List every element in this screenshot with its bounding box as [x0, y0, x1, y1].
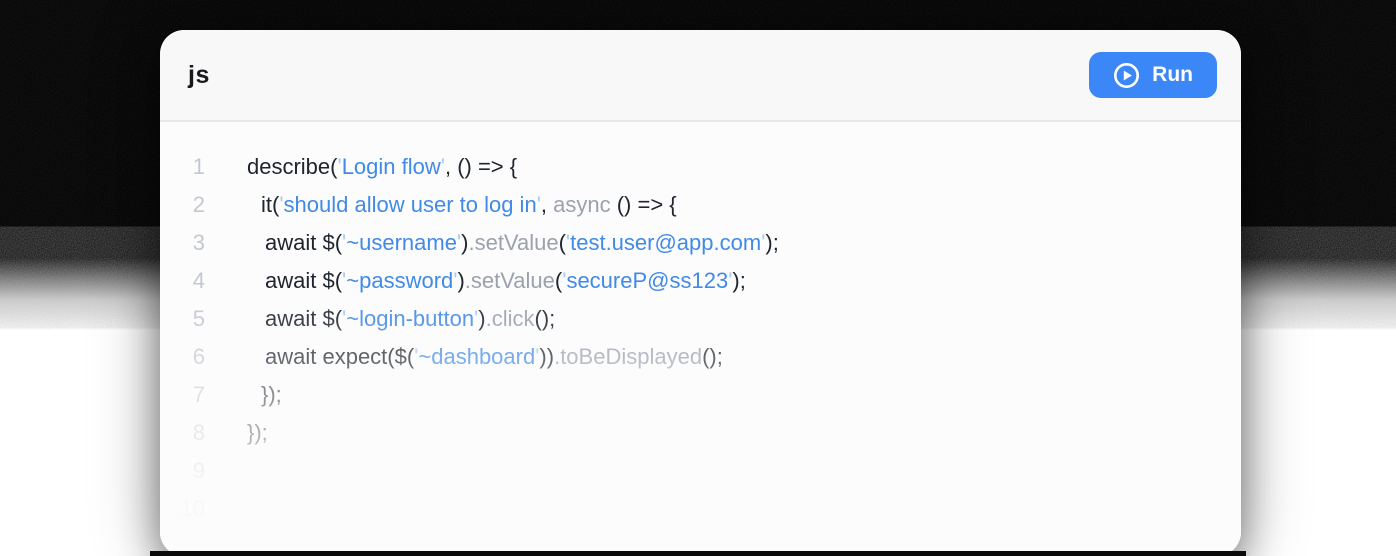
line-number: 2	[192, 192, 205, 217]
run-button-label: Run	[1152, 63, 1193, 86]
code-line: 6 await expect($('~dashboard')).toBeDispl…	[160, 338, 1241, 376]
code-line-content: await $('~login-button').click();	[247, 300, 555, 338]
code-token: (	[558, 230, 566, 255]
line-number: 9	[192, 458, 205, 483]
editor-header: js Run	[160, 30, 1241, 122]
code-token: ~dashboard	[418, 344, 536, 369]
code-token: ~username	[346, 230, 457, 255]
code-token: it(	[261, 192, 280, 217]
code-token: ~password	[346, 268, 454, 293]
code-token: .setValue	[468, 230, 559, 255]
code-token: await expect($(	[265, 344, 415, 369]
code-token: ();	[534, 306, 556, 331]
code-line: 10	[160, 490, 1241, 528]
code-editor-card: js Run 1 describe('Login flow', () => { 2 i…	[160, 30, 1241, 556]
code-token: )	[457, 268, 465, 293]
code-token: secureP@ss123	[566, 268, 729, 293]
line-number: 7	[192, 382, 205, 407]
code-line-content: await $('~password').setValue('secureP@s…	[247, 262, 746, 300]
bottom-shadow-line	[150, 551, 1246, 556]
code-token: .setValue	[464, 268, 555, 293]
code-token: )	[478, 306, 486, 331]
code-line-content: it('should allow user to log in', async …	[247, 186, 677, 224]
code-token: await $(	[265, 268, 343, 293]
code-token: ();	[702, 344, 723, 369]
code-token: await $(	[265, 230, 343, 255]
code-lines-container: 1 describe('Login flow', () => { 2 it('shou…	[160, 148, 1241, 528]
play-circle-icon	[1114, 62, 1140, 88]
code-token: async	[553, 192, 611, 217]
code-line-content: await $('~username').setValue('test.user…	[247, 224, 779, 262]
line-number: 1	[192, 154, 205, 179]
code-line: 1 describe('Login flow', () => {	[160, 148, 1241, 186]
code-token: Login flow	[341, 154, 441, 179]
code-token: ~login-button	[346, 306, 475, 331]
line-number: 8	[192, 420, 205, 445]
code-line-content: });	[247, 376, 282, 414]
code-token: .toBeDisplayed	[554, 344, 703, 369]
code-token: describe(	[247, 154, 338, 179]
code-token: should allow user to log in	[283, 192, 537, 217]
line-number: 4	[192, 268, 205, 293]
code-token: , () => {	[444, 154, 518, 179]
line-number: 3	[192, 230, 205, 255]
language-label: js	[188, 60, 210, 89]
code-line: 5 await $('~login-button').click();	[160, 300, 1241, 338]
code-token: ,	[540, 192, 554, 217]
code-line: 3 await $('~username').setValue('test.use…	[160, 224, 1241, 262]
code-token: });	[261, 382, 282, 407]
code-line: 8});	[160, 414, 1241, 452]
code-line-content: await expect($('~dashboard')).toBeDispla…	[247, 338, 723, 376]
code-token: );	[732, 268, 746, 293]
line-number: 10	[180, 496, 205, 521]
code-token: .click	[485, 306, 535, 331]
line-number: 6	[192, 344, 205, 369]
code-line: 2 it('should allow user to log in', async…	[160, 186, 1241, 224]
code-token: ))	[539, 344, 555, 369]
code-line-content: describe('Login flow', () => {	[247, 148, 517, 186]
code-token: test.user@app.com	[570, 230, 762, 255]
code-token: });	[247, 420, 268, 445]
line-number: 5	[192, 306, 205, 331]
code-area[interactable]: 1 describe('Login flow', () => { 2 it('shou…	[160, 122, 1241, 554]
code-line-content: });	[247, 414, 268, 452]
code-token: await $(	[265, 306, 343, 331]
code-line: 7});	[160, 376, 1241, 414]
code-line: 9	[160, 452, 1241, 490]
code-line: 4 await $('~password').setValue('secureP@…	[160, 262, 1241, 300]
run-button[interactable]: Run	[1089, 52, 1217, 98]
code-token: );	[765, 230, 779, 255]
code-token: () => {	[610, 192, 677, 217]
